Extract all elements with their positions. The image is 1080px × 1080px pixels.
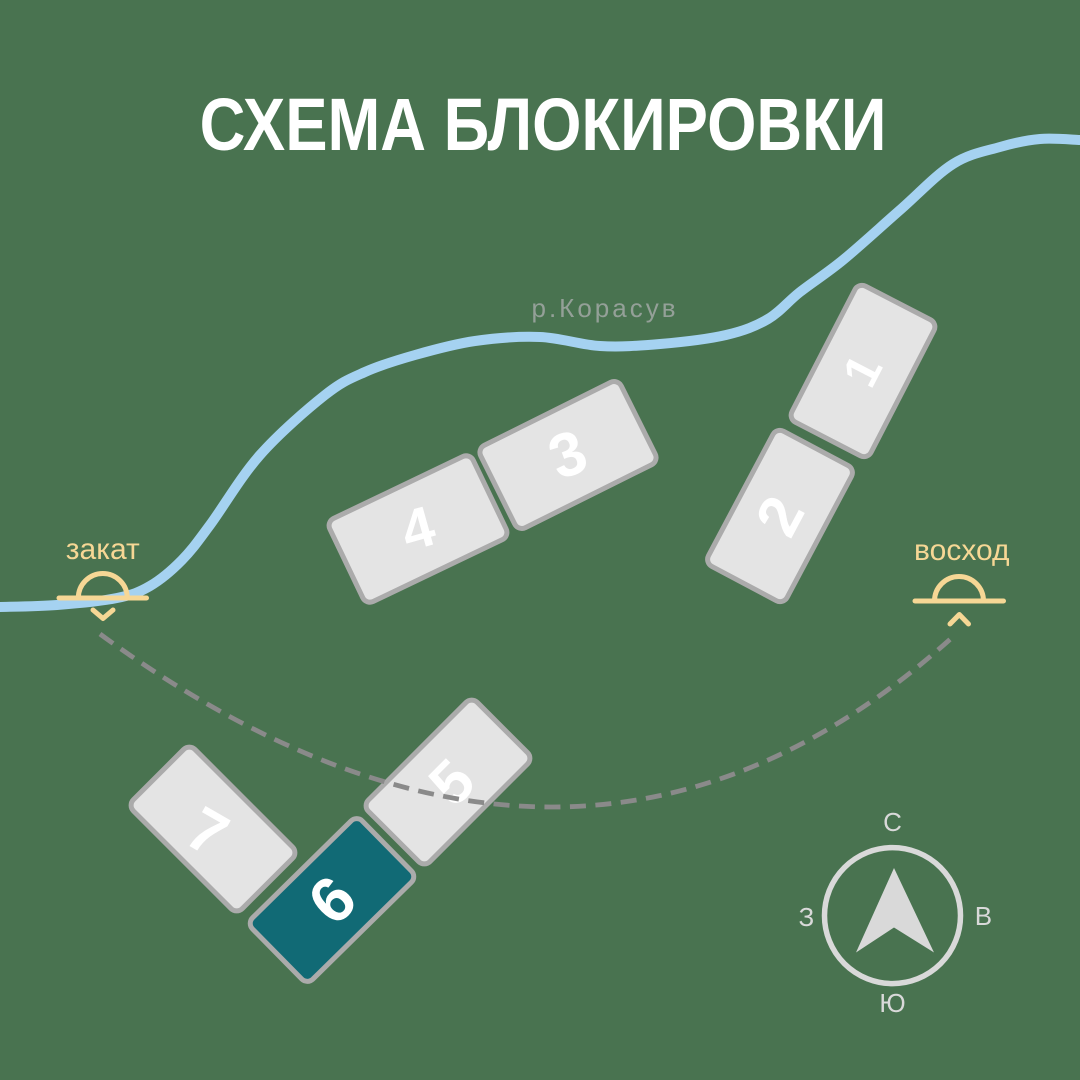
svg-text:восход: восход — [914, 534, 1009, 567]
svg-text:Ю: Ю — [879, 988, 905, 1018]
svg-text:З: З — [799, 902, 815, 932]
svg-text:С: С — [883, 807, 902, 837]
svg-text:В: В — [975, 901, 992, 931]
svg-text:СХЕМА БЛОКИРОВКИ: СХЕМА БЛОКИРОВКИ — [200, 82, 887, 166]
svg-text:р.Корасув: р.Корасув — [531, 293, 678, 323]
svg-text:закат: закат — [66, 533, 140, 566]
